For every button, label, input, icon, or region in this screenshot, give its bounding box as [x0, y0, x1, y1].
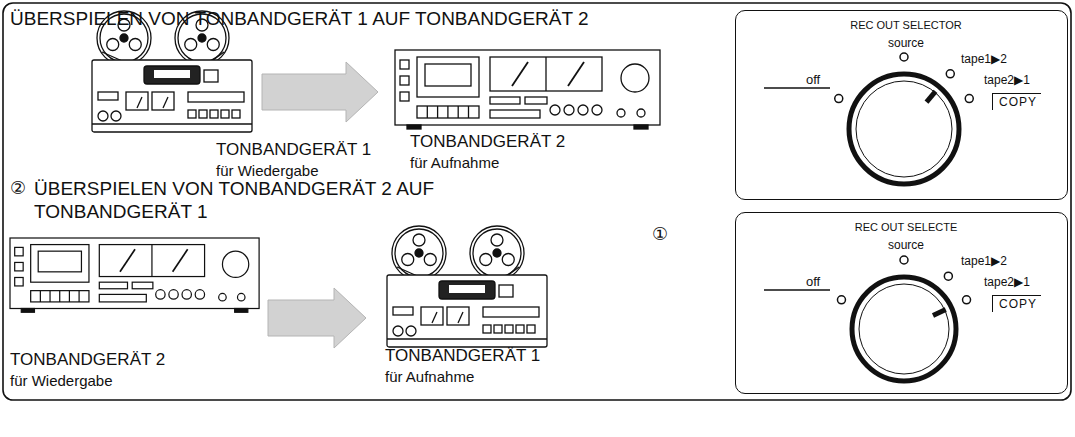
device-role: für Aufnahme	[385, 368, 474, 385]
device-role: für Wiedergabe	[216, 162, 319, 179]
selector-label: REC OUT SELECTOR	[850, 19, 961, 32]
transfer-arrow	[268, 288, 366, 348]
selector-label: COPY	[992, 295, 1041, 312]
cassette-deck	[395, 50, 660, 129]
selector-label: source	[888, 37, 924, 51]
device-role: für Wiedergabe	[10, 372, 113, 389]
tape-deck-node: TONBANDGERÄT 2 für Wiedergabe	[8, 228, 264, 395]
diagram-title: ÜBERSPIELEN VON TONBANDGERÄT 1 AUF TONBA…	[10, 8, 589, 31]
tape-deck-node: TONBANDGERÄT 1 für Aufnahme	[380, 222, 558, 391]
reel-tape-deck	[387, 226, 547, 347]
selector-label: COPY	[992, 93, 1041, 110]
tape-deck-node: TONBANDGERÄT 2 für Aufnahme	[392, 45, 664, 177]
selector-panel: REC OUT SELECTE source off tape1▶2 tape2▶1CO…	[735, 212, 1068, 394]
device-role: für Aufnahme	[410, 154, 499, 171]
device-name: TONBANDGERÄT 1	[385, 346, 540, 366]
section-heading: ÜBERSPIELEN VON TONBANDGERÄT 2 AUF TONBA…	[34, 178, 504, 224]
device-name: TONBANDGERÄT 1	[216, 140, 371, 160]
callout-number: ①	[652, 224, 668, 246]
selector-label: source	[888, 239, 924, 253]
selector-label: off	[806, 73, 820, 88]
transfer-arrow	[262, 62, 378, 122]
selector-label: tape2▶1	[984, 74, 1030, 88]
reel-tape-deck	[92, 11, 252, 132]
outer-frame	[3, 3, 1071, 400]
selector-label: off	[806, 275, 820, 290]
selector-label: tape1▶2	[961, 53, 1007, 67]
tape-deck-node: TONBANDGERÄT 1für Wiedergabe	[88, 8, 258, 185]
cassette-deck	[10, 238, 259, 312]
device-name: TONBANDGERÄT 2	[410, 132, 565, 152]
selector-label: tape2▶1	[984, 276, 1030, 290]
selector-label: tape1▶2	[961, 255, 1007, 269]
selector-panel: REC OUT SELECTOR source off tape1▶2 tape2▶1C…	[735, 10, 1068, 200]
device-name: TONBANDGERÄT 2	[10, 350, 165, 370]
callout-number: ②	[10, 178, 26, 200]
selector-label: REC OUT SELECTE	[855, 221, 958, 234]
